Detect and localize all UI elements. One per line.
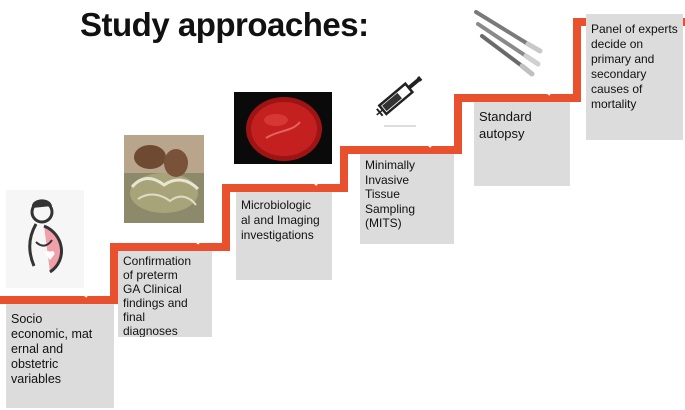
- step-confirmation-preterm: Confirmation of preterm GA Clinical find…: [118, 251, 212, 337]
- step-line: secondary: [591, 67, 647, 81]
- step-line: decide on: [591, 37, 644, 51]
- step-line: Sampling: [365, 201, 416, 216]
- step-mits: Minimally Invasive Tissue Sampling (MITS…: [360, 154, 454, 244]
- step-line: (MITS): [365, 216, 402, 230]
- step-panel-of-experts: Panel of experts decide on primary and s…: [586, 14, 683, 140]
- step-line: of preterm: [123, 268, 178, 282]
- step-line: Confirmation: [123, 254, 192, 268]
- step-line: Socio: [11, 312, 43, 326]
- step-line: primary and: [591, 52, 655, 66]
- step-line: autopsy: [479, 126, 525, 141]
- petri-dish-photo: [234, 92, 332, 164]
- scalpels-icon: [468, 4, 548, 78]
- diagram-title: Study approaches:: [80, 6, 369, 43]
- step-line: mortality: [591, 97, 637, 111]
- step-line: Standard: [479, 109, 532, 124]
- step-microbiological: Microbiologic al and Imaging investigati…: [236, 192, 332, 280]
- step-line: causes of: [591, 82, 643, 96]
- step-line: al and Imaging: [241, 213, 320, 227]
- step-line: diagnoses: [123, 324, 178, 337]
- hands-with-baby-photo: [124, 135, 204, 223]
- step-line: Panel of experts: [591, 22, 678, 36]
- step-line: Invasive: [365, 172, 410, 187]
- step-line: Microbiologic: [241, 198, 312, 212]
- step-line: variables: [11, 372, 62, 386]
- staircase-band: [0, 18, 685, 304]
- step-line: Tissue: [365, 187, 400, 201]
- step-standard-autopsy: Standard autopsy: [474, 102, 570, 186]
- step-socio-economic: Socio economic, mat ernal and obstetric …: [6, 304, 114, 408]
- step-line: Minimally: [365, 158, 416, 172]
- syringe-icon: [364, 62, 436, 130]
- step-line: final: [123, 310, 146, 324]
- step-line: economic, mat: [11, 327, 93, 341]
- step-line: obstetric: [11, 357, 59, 371]
- step-line: investigations: [241, 228, 314, 242]
- step-line: ernal and: [11, 342, 64, 356]
- step-line: findings and: [123, 296, 188, 310]
- pregnant-woman-icon: [6, 190, 84, 288]
- step-line: GA Clinical: [123, 282, 182, 296]
